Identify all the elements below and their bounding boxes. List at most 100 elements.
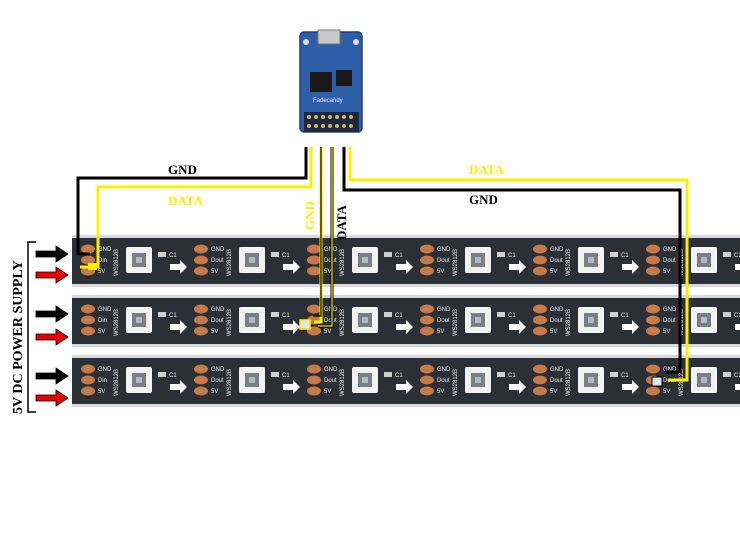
- connector-block: [651, 376, 663, 387]
- solder-pad: [533, 364, 547, 374]
- solder-pad: [81, 244, 95, 254]
- direction-arrow: [509, 380, 526, 394]
- direction-arrow: [170, 320, 187, 334]
- chip-label: WS2812B: [227, 249, 233, 276]
- chip-label: WS2812B: [453, 369, 459, 396]
- solder-pad: [533, 386, 547, 396]
- capacitor: [384, 372, 392, 377]
- capacitor: [158, 372, 166, 377]
- pad-label: GND: [98, 367, 112, 373]
- capacitor: [497, 312, 505, 317]
- pad-label: Dout: [550, 378, 563, 384]
- pad-label: GND: [663, 307, 677, 313]
- capacitor: [610, 312, 618, 317]
- solder-pad: [194, 386, 208, 396]
- regulator-chip: [336, 70, 352, 86]
- capacitor: [271, 372, 279, 377]
- direction-arrow: [735, 384, 740, 390]
- led-strip: GND Din 5V WS2812B C1 GND Dout 5V WS2812B C1 GND Do…: [72, 235, 740, 287]
- solder-pad: [646, 244, 660, 254]
- chip-label: WS2812B: [679, 249, 685, 276]
- pad-label: Dout: [663, 258, 676, 264]
- direction-arrow: [622, 380, 639, 394]
- solder-pad: [307, 375, 321, 385]
- chip-label: WS2812B: [114, 309, 120, 336]
- pad-label: 5V: [437, 329, 444, 335]
- capacitor: [723, 252, 731, 257]
- solder-pad: [646, 255, 660, 265]
- pad-label: 5V: [211, 269, 218, 275]
- solder-pad: [646, 266, 660, 276]
- capacitor: [158, 252, 166, 257]
- direction-arrow: [396, 260, 413, 274]
- direction-arrow: [622, 260, 639, 274]
- solder-pad: [307, 364, 321, 374]
- capacitor: [271, 312, 279, 317]
- capacitor: [158, 312, 166, 317]
- capacitor-label: C1: [734, 373, 740, 379]
- gnd-arrow: [35, 367, 69, 385]
- solder-pad: [420, 375, 434, 385]
- capacitor-label: C1: [508, 373, 516, 379]
- pad-label: 5V: [550, 329, 557, 335]
- pad-label: 5V: [663, 329, 670, 335]
- pad-label: 5V: [437, 269, 444, 275]
- solder-pad: [194, 304, 208, 314]
- pad-label: Dout: [663, 318, 676, 324]
- pad-label: GND: [98, 247, 112, 253]
- capacitor-label: C1: [282, 313, 290, 319]
- controller-pin-header: [304, 112, 359, 132]
- pad-label: 5V: [550, 389, 557, 395]
- capacitor: [723, 372, 731, 377]
- solder-pad: [420, 304, 434, 314]
- controller-logo: Fadecandy: [313, 98, 343, 104]
- chip-label: WS2812B: [114, 249, 120, 276]
- capacitor-label: C1: [508, 253, 516, 259]
- pad-label: GND: [663, 247, 677, 253]
- pad-label: Dout: [437, 378, 450, 384]
- direction-arrow: [396, 380, 413, 394]
- pad-label: 5V: [98, 389, 105, 395]
- pad-label: 5V: [663, 269, 670, 275]
- direction-arrow: [283, 320, 300, 334]
- pad-label: GND: [437, 367, 451, 373]
- solder-pad: [81, 375, 95, 385]
- pad-label: Din: [98, 258, 107, 264]
- solder-pad: [194, 364, 208, 374]
- connector-block: [299, 319, 311, 330]
- capacitor: [384, 252, 392, 257]
- chip-label: WS2812B: [679, 369, 685, 396]
- solder-pad: [420, 315, 434, 325]
- gnd-wire-strip-1: [76, 147, 308, 256]
- chip-label: WS2812B: [227, 369, 233, 396]
- solder-pad: [533, 304, 547, 314]
- capacitor-label: C1: [282, 253, 290, 259]
- pad-label: Dout: [437, 318, 450, 324]
- chip-label: WS2812B: [566, 369, 572, 396]
- pad-label: GND: [550, 247, 564, 253]
- solder-pad: [420, 386, 434, 396]
- data-wire-strip-1: [80, 147, 313, 269]
- gnd-label-right: GND: [469, 192, 498, 207]
- solder-pad: [81, 255, 95, 265]
- pad-label: GND: [550, 367, 564, 373]
- direction-arrow: [170, 260, 187, 274]
- chip-label: WS2812B: [340, 249, 346, 276]
- fadecandy-controller: Fadecandy: [299, 29, 363, 133]
- solder-pad: [646, 304, 660, 314]
- pad-label: Dout: [211, 318, 224, 324]
- capacitor: [610, 252, 618, 257]
- pad-label: 5V: [324, 389, 331, 395]
- solder-pad: [646, 315, 660, 325]
- capacitor-label: C1: [395, 373, 403, 379]
- direction-arrow: [396, 320, 413, 334]
- pad-label: Dout: [211, 258, 224, 264]
- direction-arrow: [509, 260, 526, 274]
- solder-pad: [307, 304, 321, 314]
- solder-pad: [81, 315, 95, 325]
- solder-pad: [646, 364, 660, 374]
